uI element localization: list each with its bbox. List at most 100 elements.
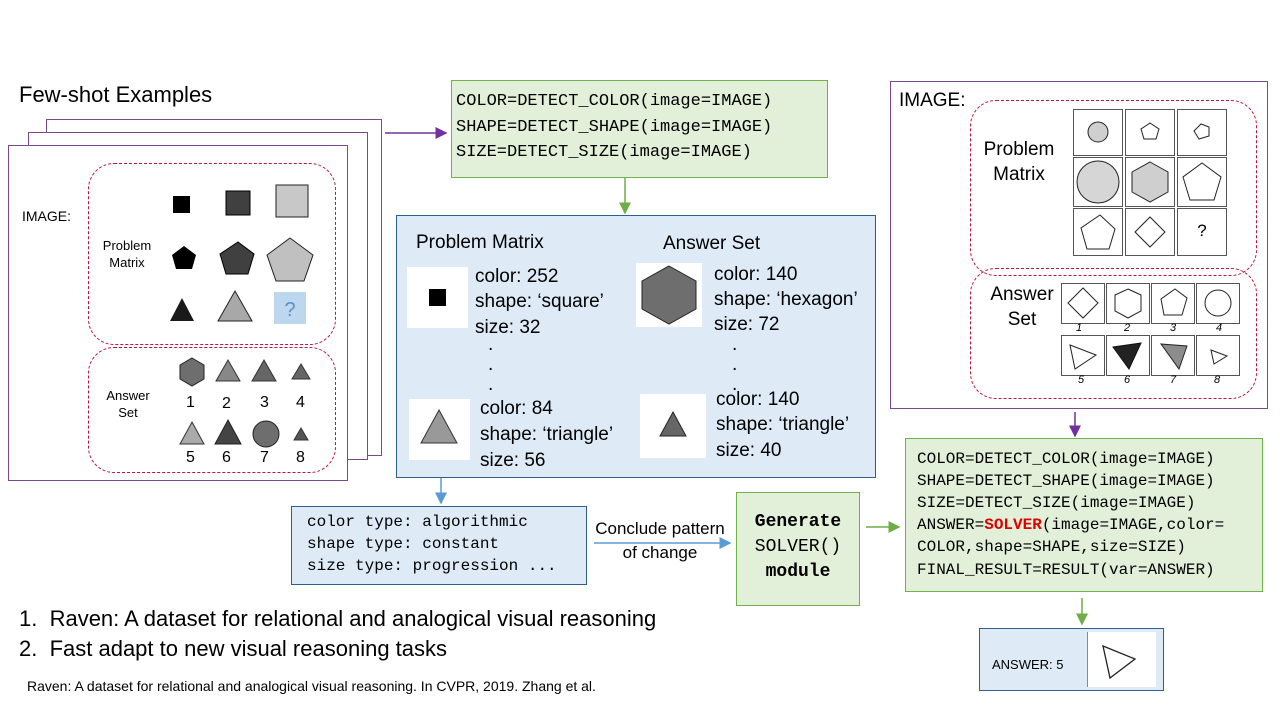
- answer-last-shape-tile: [640, 394, 706, 458]
- black-square: [429, 289, 446, 306]
- test-answer-num-5: 5: [1078, 374, 1085, 386]
- example-answer-shapes: [179, 357, 311, 448]
- example-matrix-shapes: ?: [170, 184, 314, 324]
- problem-first-shape: shape: ‘square’: [475, 291, 604, 312]
- attributes-answer-header: Answer Set: [663, 233, 761, 254]
- test-answer-label-2: Set: [1007, 309, 1037, 330]
- answer-triangle: [1102, 644, 1137, 680]
- problem-last-shape: shape: ‘triangle’: [480, 424, 614, 445]
- example-answer-num-7: 7: [260, 449, 269, 466]
- test-answer-num-6: 6: [1124, 374, 1131, 386]
- answer-shape-tile: [1087, 632, 1156, 687]
- answer-first-color: color: 140: [714, 264, 798, 285]
- question-mark: ?: [284, 299, 295, 321]
- dark-triangle: [659, 410, 687, 437]
- dark-pentagon-medium: [219, 241, 255, 275]
- question-tile: [274, 292, 306, 324]
- black-square-small: [173, 196, 190, 213]
- solver-line-1: Generate: [754, 512, 842, 532]
- example-answer-num-4: 4: [296, 394, 305, 411]
- final-program-box: COLOR=DETECT_COLOR(image=IMAGE) SHAPE=DE…: [905, 438, 1263, 592]
- problem-last-shape-tile: [409, 399, 470, 460]
- gray-pentagon-large: [266, 237, 314, 282]
- test-matrix-cell-8: [1125, 208, 1175, 256]
- problem-first-shape-tile: [407, 267, 468, 328]
- test-matrix-cell-5: [1125, 157, 1175, 207]
- gray-square-large: [275, 184, 309, 218]
- example-answer-num-3: 3: [260, 394, 269, 411]
- test-matrix-cell-6: [1177, 157, 1227, 207]
- answer-last-shape: shape: ‘triangle’: [716, 414, 850, 435]
- attributes-panel: Problem Matrix Answer Set color: 252 sha…: [396, 215, 876, 478]
- test-answer-num-3: 3: [1170, 322, 1177, 334]
- test-problem-label-2: Matrix: [993, 164, 1045, 185]
- example-card-front: IMAGE: Problem Matrix ? Answer Set: [8, 145, 348, 481]
- test-answer-num-8: 8: [1214, 374, 1221, 386]
- test-image-card: IMAGE: Problem Matrix ? Answer Set 1 2 3…: [890, 81, 1268, 409]
- detect-code-line-3: SIZE=DETECT_SIZE(image=IMAGE): [456, 143, 752, 162]
- problem-first-size: size: 32: [475, 317, 541, 338]
- pattern-box: color type: algorithmic shape type: cons…: [291, 506, 587, 585]
- solver-line-2: SOLVER(): [754, 537, 842, 557]
- answer-last-size: size: 40: [716, 440, 782, 461]
- attributes-problem-header: Problem Matrix: [416, 232, 544, 253]
- test-answer-label-1: Answer: [990, 284, 1054, 305]
- final-line-2: SHAPE=DETECT_SHAPE(image=IMAGE): [917, 472, 1215, 490]
- note-item-1: 1. Raven: A dataset for relational and a…: [19, 606, 657, 631]
- final-line-4-prefix: ANSWER=: [917, 516, 985, 534]
- answer-label: ANSWER: 5: [992, 657, 1064, 672]
- example-problem-matrix-region: [88, 163, 336, 345]
- problem-ellipsis-3: .: [488, 374, 494, 395]
- problem-last-color: color: 84: [480, 398, 553, 419]
- test-answer-cell-2: [1106, 283, 1150, 324]
- example-answer-num-5: 5: [186, 449, 195, 466]
- test-answer-cell-3: [1151, 283, 1195, 324]
- gray-hexagon: [641, 265, 697, 325]
- test-answer-cell-7: [1151, 335, 1195, 376]
- test-matrix-cell-4: [1073, 157, 1123, 207]
- answer-box: ANSWER: 5: [979, 628, 1164, 691]
- test-matrix-cell-7: [1073, 208, 1123, 256]
- test-answer-cell-1: [1061, 283, 1105, 324]
- answer-ellipsis-1: .: [732, 334, 738, 355]
- test-answer-num-1: 1: [1076, 322, 1083, 334]
- pattern-line-1: color type: algorithmic: [307, 513, 528, 531]
- test-matrix-cell-1: [1073, 109, 1123, 156]
- black-triangle-small: [170, 298, 194, 321]
- note-item-2: 2. Fast adapt to new visual reasoning ta…: [19, 636, 448, 661]
- problem-first-color: color: 252: [475, 266, 559, 287]
- example-problem-matrix: ?: [155, 176, 322, 336]
- citation: Raven: A dataset for relational and anal…: [27, 678, 596, 694]
- detect-code-box: COLOR=DETECT_COLOR(image=IMAGE) SHAPE=DE…: [451, 80, 828, 178]
- test-matrix-cell-question: ?: [1177, 208, 1227, 256]
- few-shot-title: Few-shot Examples: [19, 82, 213, 107]
- test-answer-cell-5: [1061, 335, 1105, 376]
- answer-first-shape: shape: ‘hexagon’: [714, 289, 858, 310]
- test-answer-num-2: 2: [1124, 322, 1131, 334]
- test-answer-cell-8: [1196, 335, 1240, 376]
- answer-ellipsis-3: .: [732, 374, 738, 395]
- test-answer-num-7: 7: [1170, 374, 1177, 386]
- gray-triangle-medium: [217, 289, 253, 322]
- final-line-4: ANSWER=SOLVER(image=IMAGE,color=: [917, 516, 1224, 534]
- answer-last-color: color: 140: [716, 389, 800, 410]
- pattern-line-3: size type: progression ...: [307, 557, 557, 575]
- example-answer-num-6: 6: [222, 449, 231, 466]
- answer-first-shape-tile: [636, 263, 702, 327]
- test-matrix-cell-3: [1177, 109, 1227, 156]
- answer-ellipsis-2: .: [732, 354, 738, 375]
- gray-triangle: [420, 408, 458, 444]
- solver-module-box: Generate SOLVER() module: [736, 492, 860, 606]
- detect-code-line-1: COLOR=DETECT_COLOR(image=IMAGE): [456, 92, 773, 111]
- example-answer-label: Answer Set: [106, 388, 150, 420]
- example-problem-label: Problem Matrix: [102, 238, 152, 270]
- final-line-1: COLOR=DETECT_COLOR(image=IMAGE): [917, 450, 1215, 468]
- problem-ellipsis-2: .: [488, 354, 494, 375]
- test-matrix-cell-2: [1125, 109, 1175, 156]
- final-line-3: SIZE=DETECT_SIZE(image=IMAGE): [917, 494, 1196, 512]
- test-answer-cell-4: [1196, 283, 1240, 324]
- dark-square-medium: [225, 190, 251, 216]
- final-line-4-suffix: (image=IMAGE,color=: [1041, 516, 1225, 534]
- example-answer-num-8: 8: [296, 449, 305, 466]
